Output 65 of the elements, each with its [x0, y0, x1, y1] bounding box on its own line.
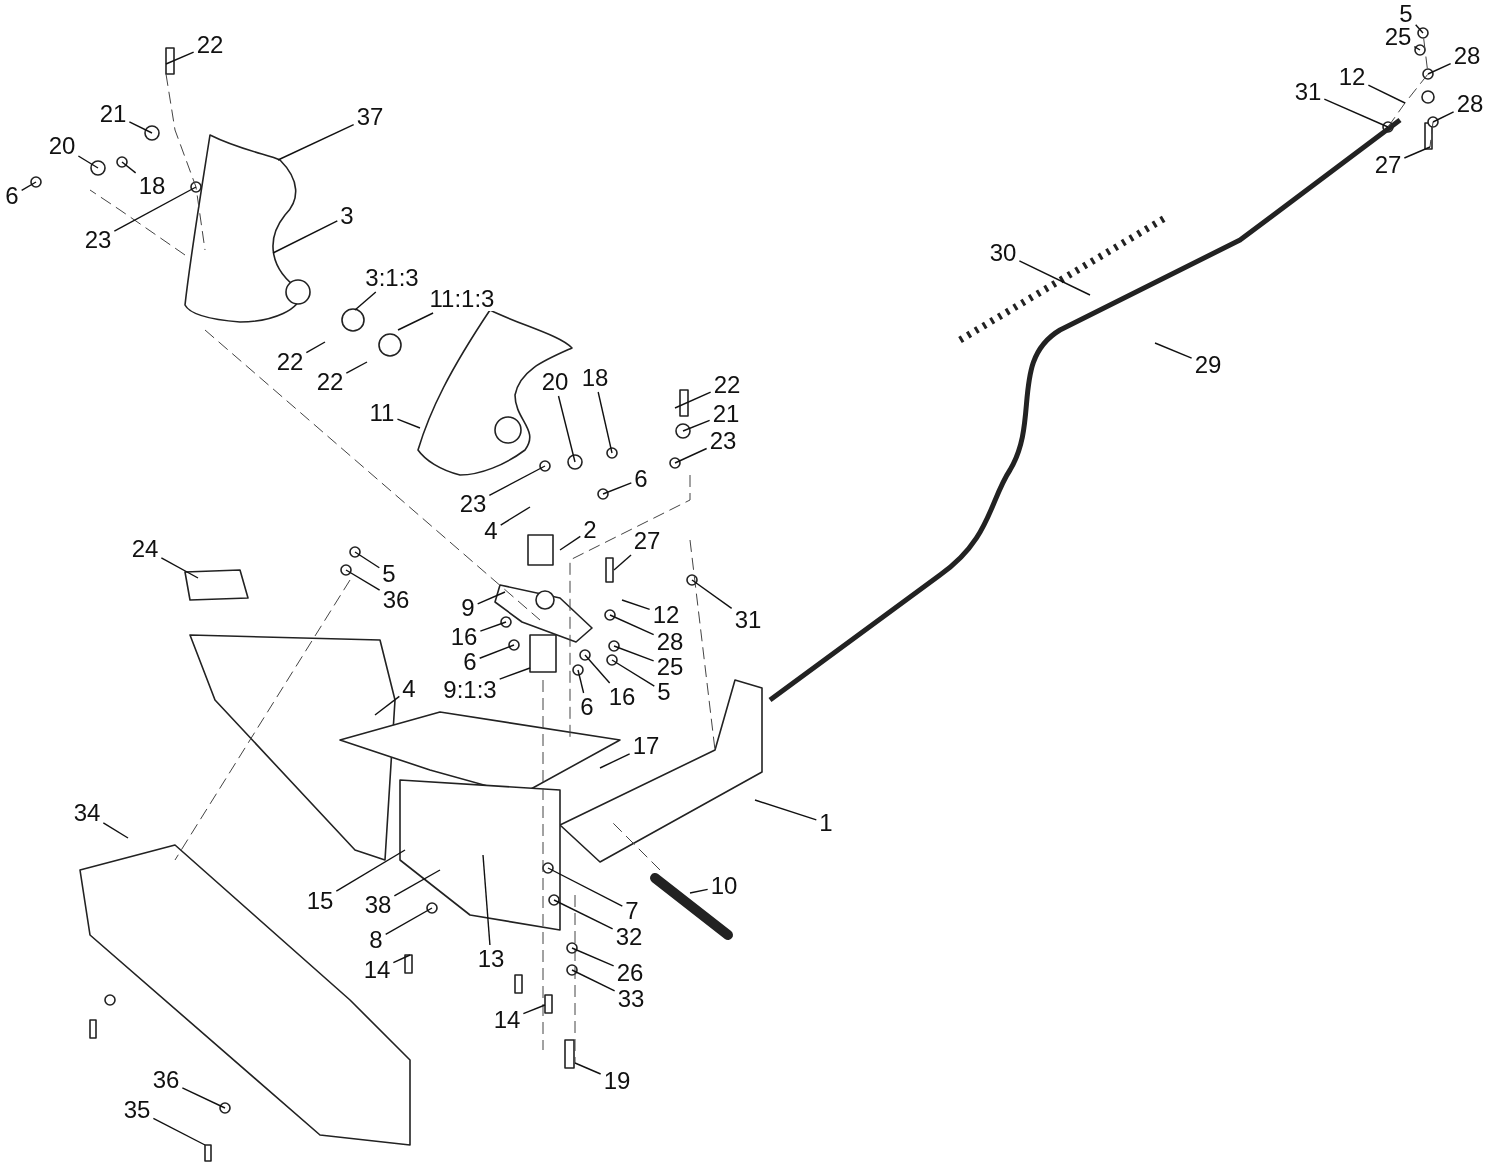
leader-line — [488, 465, 546, 497]
leader-line — [392, 954, 411, 964]
leader-line — [597, 391, 613, 454]
leader-line — [396, 418, 421, 429]
leader-line — [599, 753, 631, 769]
leader-line — [102, 822, 129, 839]
leader-line — [152, 1117, 206, 1146]
leader-line — [354, 291, 377, 311]
leader-line — [354, 551, 380, 569]
leader-line — [1154, 342, 1193, 359]
leader-line — [500, 506, 531, 526]
leader-line — [305, 341, 326, 354]
leader-line — [335, 849, 406, 892]
leader-line — [77, 155, 99, 169]
leader-line — [577, 669, 585, 694]
leader-line — [477, 591, 506, 605]
leader-line — [557, 395, 576, 463]
leader-line — [113, 186, 197, 232]
leader-line — [613, 554, 632, 571]
leader-line — [1018, 260, 1091, 296]
leader-line — [345, 569, 381, 591]
leader-line — [621, 599, 651, 611]
leader-line — [160, 557, 199, 579]
leader-line — [571, 947, 615, 967]
leader-line — [1323, 98, 1389, 128]
leader-line — [499, 667, 531, 680]
leader-line — [479, 621, 507, 632]
leader-line — [574, 1062, 602, 1075]
leader-line — [602, 482, 633, 495]
leader-line — [682, 419, 711, 432]
leader-line — [374, 695, 400, 716]
leader-line — [754, 799, 818, 821]
leader-line — [1403, 146, 1431, 159]
leader-line — [121, 161, 137, 174]
leader-line — [385, 907, 433, 936]
leader-line — [277, 123, 355, 161]
leader-line — [611, 659, 656, 687]
leader-line — [559, 535, 582, 551]
leader-line — [584, 654, 611, 684]
leader-line — [482, 854, 491, 946]
leader-line — [674, 391, 712, 409]
leader-line — [1413, 45, 1421, 51]
leader-line — [21, 181, 37, 192]
leader-line — [393, 869, 441, 897]
leader-line — [272, 220, 338, 254]
leader-line — [345, 361, 368, 374]
leader-line — [1427, 62, 1452, 75]
leader-line — [522, 1004, 546, 1015]
leader-line — [1367, 84, 1406, 104]
leader-line — [479, 644, 515, 659]
leader-line — [547, 867, 624, 907]
leader-line — [553, 899, 614, 930]
leader-line — [1415, 24, 1424, 34]
leader-line — [181, 1087, 226, 1109]
leader-line — [128, 121, 153, 134]
leader-line — [689, 888, 709, 894]
leader-line — [165, 51, 195, 65]
leader-line — [397, 312, 434, 331]
leader-line — [613, 645, 655, 662]
leader-line — [674, 447, 708, 464]
leader-line — [571, 969, 616, 992]
callout-number: 11:1:3 — [428, 287, 496, 311]
leader-line — [1432, 111, 1455, 123]
leader-line — [691, 579, 733, 610]
leader-line — [609, 614, 655, 636]
